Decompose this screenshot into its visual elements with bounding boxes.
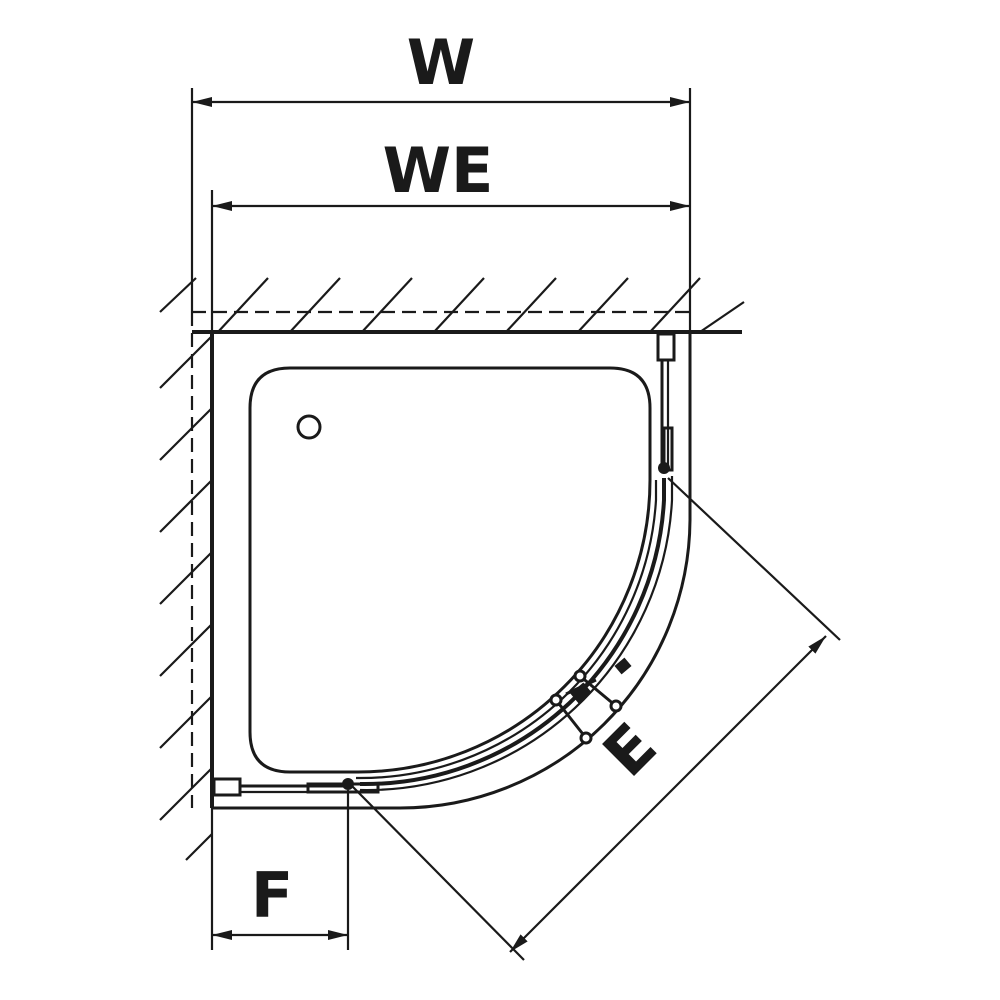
dimension-lines [192,97,827,953]
door-handle-icon [549,657,632,745]
right-pivot-icon [658,462,670,474]
top-wall-hatching [159,277,745,333]
drain-icon [296,414,322,440]
left-wall-hatching [159,335,213,861]
f-label: F [251,859,293,932]
extension-lines [190,88,841,961]
we-label: WE [383,134,494,207]
shower-basin [248,366,652,774]
e-dimension-line [509,635,827,953]
wall-lines [190,310,742,808]
shower-tray-outline [212,330,692,810]
e-label: E [589,709,671,791]
w-label: W [407,26,475,99]
top-wall-profile [656,332,676,362]
bottom-pivot-icon [342,778,354,790]
left-wall-profile [212,777,242,797]
